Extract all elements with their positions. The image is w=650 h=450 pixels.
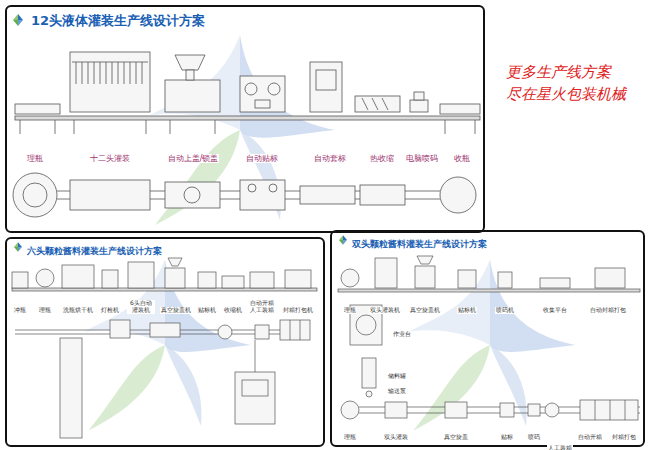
machine-label: 理瓶 [26, 154, 44, 163]
machine-label: 理瓶 [343, 434, 357, 441]
machine-label: 储料罐 [387, 373, 407, 380]
machine-label: 双头灌装机 [369, 307, 401, 314]
watermark-logo [409, 260, 576, 431]
machines-top [13, 52, 480, 217]
machine-label: 6头自动灌装机 [127, 300, 155, 314]
label-holder: 贴标机 [196, 297, 218, 316]
label-holder: 电脑喷码 [402, 146, 442, 165]
line-panel: 12头液体灌装生产线设计方案 [5, 5, 485, 233]
label-holder: 作业台 [389, 321, 415, 340]
machine-label: 理瓶 [343, 307, 357, 314]
machines-six-head [12, 258, 317, 438]
label-holder: 封箱打包 [609, 424, 639, 443]
panel-title: 双头颗粒酱料灌装生产线设计方案 [352, 239, 487, 250]
machine-label: 真空旋盖机 [409, 307, 441, 314]
label-holder: 贴标机 [456, 297, 478, 316]
machine-label: 自动开箱人工装箱 [248, 300, 276, 314]
label-holder: 储料罐 [384, 363, 410, 382]
machine-label: 真空旋盖机 [160, 307, 192, 314]
label-holder: 喷码机 [494, 297, 516, 316]
label-holder: 输送泵 [384, 378, 410, 397]
machine-label: 喷码 [527, 434, 541, 441]
machine-label: 贴标机 [197, 307, 217, 314]
label-holder: 收集平台 [541, 297, 569, 316]
machine-label: 洗瓶烘干机 [62, 307, 94, 314]
label-holder: 理瓶 [341, 424, 359, 443]
machine-label: 冲瓶 [13, 307, 27, 314]
line-panel: 六头颗粒酱料灌装生产线设计方案 [5, 237, 325, 447]
label-holder: 热收缩 [365, 146, 399, 165]
label-holder: 双头灌装机 [368, 297, 402, 316]
label-holder: 双头灌装 [381, 424, 411, 443]
label-holder: 收缩机 [222, 297, 244, 316]
machine-label: 喷码机 [495, 307, 515, 314]
machine-label: 收缩机 [223, 307, 243, 314]
title-icon [14, 242, 22, 252]
machine-label: 收集平台 [542, 307, 568, 314]
machine-label: 作业台 [392, 331, 412, 338]
label-holder: 理瓶 [15, 146, 55, 165]
watermark-logo [84, 260, 251, 431]
label-holder: 十二头灌装 [80, 146, 140, 165]
machine-label: 双头灌装 [383, 434, 409, 441]
machine-label: 封箱打包机 [282, 307, 314, 314]
title-icon [339, 235, 347, 245]
line-panel: 双头颗粒酱料灌装生产线设计方案 [330, 230, 645, 447]
panel-title: 12头液体灌装生产线设计方案 [31, 13, 205, 29]
label-holder: 洗瓶烘干机 [61, 297, 95, 316]
machine-label: 收瓶 [453, 154, 471, 163]
label-holder: 自动开箱 [575, 424, 605, 443]
machine-label: 自动封箱打包 [589, 307, 627, 314]
label-holder: 封箱打包机 [281, 297, 315, 316]
label-holder: 灯检机 [99, 297, 121, 316]
label-holder: 真空旋盖机 [408, 297, 442, 316]
machine-label: 热收缩 [369, 154, 395, 163]
machine-label: 贴标机 [457, 307, 477, 314]
machine-label: 理瓶 [38, 307, 52, 314]
label-holder: 自动封箱打包 [587, 297, 629, 316]
label-holder: 冲瓶 [12, 297, 28, 316]
label-holder: 自动套标 [307, 146, 353, 165]
machine-label: 灯检机 [100, 307, 120, 314]
label-holder: 理瓶 [341, 297, 359, 316]
label-holder: 理瓶 [36, 297, 54, 316]
label-holder: 自动贴标 [239, 146, 285, 165]
title-icon [13, 14, 23, 26]
machine-label: 自动上盖/锁盖 [167, 154, 220, 163]
machine-label: 自动贴标 [245, 154, 279, 163]
label-holder: 人工装箱 [545, 435, 575, 450]
machine-label: 封箱打包 [611, 434, 637, 441]
machine-label: 人工装箱 [547, 445, 573, 450]
label-holder: 喷码 [525, 424, 543, 443]
machine-label: 十二头灌装 [89, 154, 131, 163]
promo-text: 更多生产线方案 [505, 64, 612, 81]
label-holder: 更多生产线方案 [505, 62, 645, 81]
promo-text: 尽在星火包装机械 [505, 86, 627, 103]
panel-title: 六头颗粒酱料灌装生产线设计方案 [27, 246, 162, 257]
label-holder: 贴标 [498, 424, 516, 443]
machine-label: 自动套标 [313, 154, 347, 163]
label-holder: 收瓶 [449, 146, 475, 165]
label-holder: 自动开箱人工装箱 [248, 297, 276, 316]
machine-label: 自动开箱 [577, 434, 603, 441]
label-holder: 尽在星火包装机械 [505, 84, 645, 103]
label-holder: 6头自动灌装机 [127, 297, 155, 316]
label-holder: 真空旋盖 [441, 424, 471, 443]
machine-label: 输送泵 [387, 388, 407, 395]
machine-label: 真空旋盖 [443, 434, 469, 441]
label-holder: 真空旋盖机 [159, 297, 193, 316]
machine-label: 贴标 [500, 434, 514, 441]
machine-label: 电脑喷码 [405, 154, 439, 163]
machines-two-head [338, 256, 640, 420]
label-holder: 自动上盖/锁盖 [160, 146, 226, 165]
